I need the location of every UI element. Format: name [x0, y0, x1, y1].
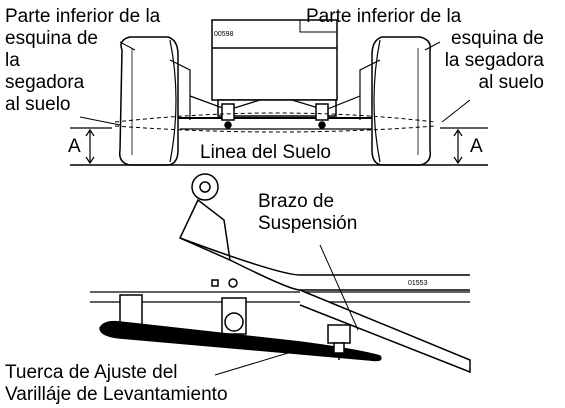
lift-linkage-rod: [99, 320, 382, 362]
mower-front-view: [70, 19, 488, 166]
right-wheel: [359, 36, 432, 166]
figure-code-top: 00598: [214, 31, 234, 38]
label-top-left-line: la: [5, 50, 20, 71]
label-top-right: Parte inferior de la esquina de la segad…: [306, 6, 561, 94]
label-top-right-line: esquina de: [451, 28, 544, 49]
label-top-left-line: Parte inferior de la: [5, 6, 161, 27]
adjust-nut: [333, 342, 345, 354]
mower-body: [211, 19, 338, 101]
left-wheel: [118, 36, 191, 166]
suspension-arm: [299, 289, 471, 374]
label-suspension-arm-line: Suspensión: [258, 213, 358, 234]
label-height-a-left: A: [68, 136, 81, 157]
label-top-left-line: esquina de: [5, 28, 98, 49]
label-top-right-line: al suelo: [478, 72, 545, 93]
label-suspension-arm: Brazo de Suspensión: [258, 191, 357, 235]
label-ground-line: Linea del Suelo: [197, 142, 334, 164]
label-top-left-line: segadora: [5, 72, 85, 93]
label-adjust-nut: Tuerca de Ajuste del Varilláje de Levant…: [5, 362, 228, 406]
suspension-detail-view: [90, 173, 471, 376]
label-adjust-nut-line: Varilláje de Levantamiento: [5, 384, 228, 405]
label-height-a-right: A: [470, 136, 483, 157]
label-top-left: Parte inferior de la esquina de la segad…: [5, 6, 160, 116]
label-top-right-line: la segadora: [444, 50, 544, 71]
deck-dashed-line: [114, 112, 436, 123]
label-suspension-arm-line: Brazo de: [258, 191, 335, 212]
label-top-right-line: Parte inferior de la: [306, 6, 462, 27]
label-adjust-nut-line: Tuerca de Ajuste del: [5, 362, 178, 383]
label-top-left-line: al suelo: [5, 94, 71, 115]
figure-code-bottom: 01553: [408, 280, 428, 287]
